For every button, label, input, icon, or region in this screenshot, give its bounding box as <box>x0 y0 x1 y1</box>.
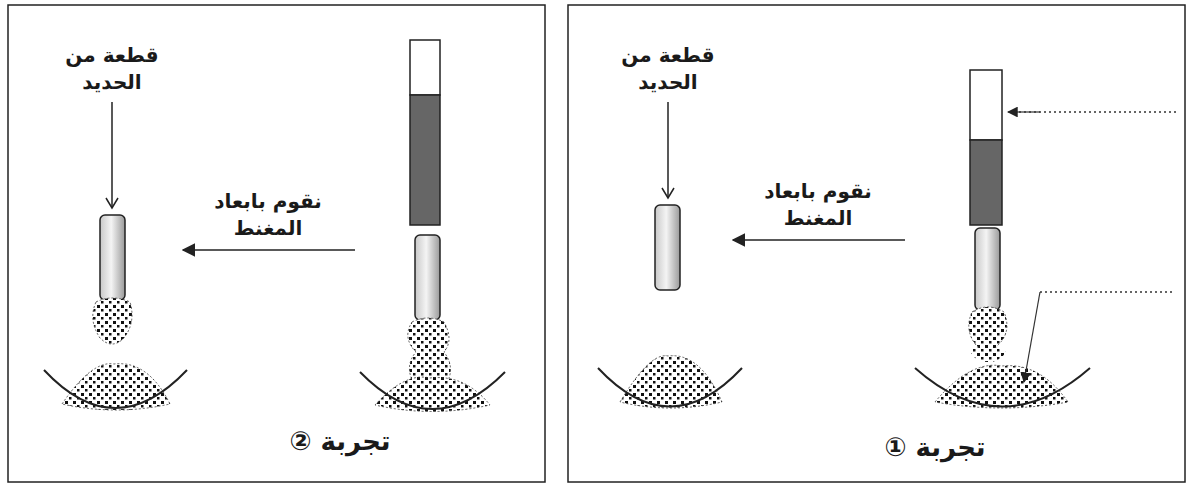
pointer-arrow <box>667 102 669 198</box>
dish <box>915 368 1090 407</box>
part-label: قطعة من الحديد <box>620 42 716 96</box>
dish <box>598 368 742 407</box>
dish <box>360 372 505 409</box>
magnet <box>970 70 1002 225</box>
arrow-head <box>662 188 674 198</box>
panel-frame <box>8 5 545 482</box>
pointer-arrow <box>111 102 113 208</box>
panel-frame <box>568 5 1185 482</box>
dish <box>44 370 187 408</box>
iron-rod <box>655 205 680 290</box>
answer-line <box>1040 291 1172 293</box>
action-label: نقوم بابعاد المغنط <box>748 178 888 232</box>
iron-rod <box>415 235 440 320</box>
iron-filings <box>935 365 1068 408</box>
arrow-head <box>106 198 118 208</box>
action-arrow <box>733 239 905 241</box>
leader-line <box>1024 292 1040 382</box>
iron-filings <box>93 298 132 344</box>
action-label: نقوم بابعاد المغنط <box>198 188 338 242</box>
iron-rod <box>100 215 125 300</box>
action-arrow <box>183 249 355 251</box>
iron-filings <box>62 364 170 410</box>
magnet <box>410 40 440 225</box>
iron-filings <box>970 346 1006 362</box>
experiment-title: تجربة ① <box>860 430 1010 465</box>
leader-line <box>1008 111 1040 112</box>
iron-rod <box>975 228 1000 310</box>
part-label: قطعة من الحديد <box>64 42 160 96</box>
experiment-title: تجربة ② <box>265 424 415 459</box>
iron-filings <box>375 377 490 411</box>
iron-filings <box>969 307 1007 352</box>
iron-filings <box>620 356 722 408</box>
